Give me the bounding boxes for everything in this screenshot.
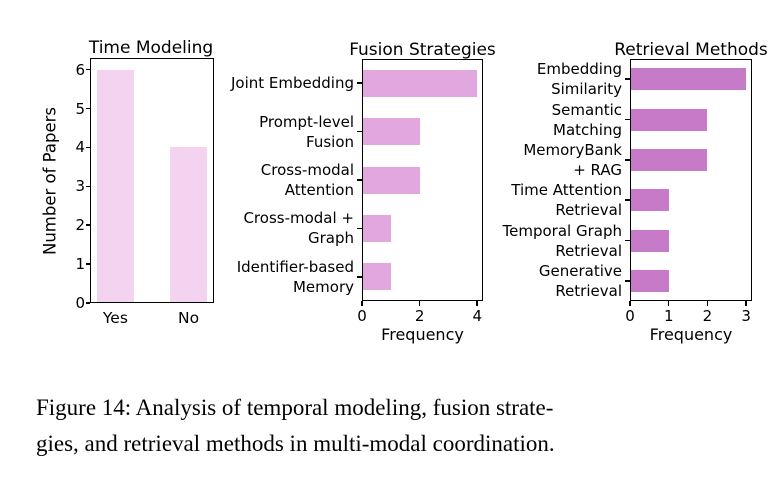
category-label-line: Graph [307, 229, 354, 248]
x-tick-label: 4 [472, 307, 482, 325]
y-tick-label: 0 [75, 294, 85, 312]
y-tick-mark [625, 239, 630, 242]
category-label-line: Cross-modal [260, 161, 354, 179]
x-tick-label: 3 [741, 307, 751, 325]
bar-joint-embedding [362, 69, 478, 97]
y-tick-mark [85, 68, 90, 71]
category-label-line: Generative [538, 261, 622, 280]
x-tick-mark [629, 301, 631, 306]
bar-identifier-based-memory [362, 263, 391, 291]
y-tick-label: 1 [75, 255, 85, 274]
category-label-line: MemoryBank [523, 140, 622, 159]
category-label-line: Temporal Graph [502, 221, 622, 240]
figure-caption: Figure 14: Analysis of temporal modeling… [36, 390, 746, 462]
category-label-line: Similarity [551, 80, 622, 99]
y-tick-mark [357, 227, 362, 230]
x-tick-mark [745, 301, 747, 306]
y-tick-mark [85, 302, 90, 304]
y-tick-mark [625, 159, 630, 161]
y-tick-mark [357, 179, 362, 181]
y-tick-mark [85, 224, 90, 226]
x-axis-label-retrieval-methods: Frequency [649, 325, 733, 344]
x-tick-label-yes: Yes [102, 309, 128, 327]
category-label-line: Fusion [306, 132, 354, 151]
x-tick-mark [476, 301, 478, 306]
y-tick-mark [625, 78, 630, 80]
plot-area-retrieval-methods [630, 59, 752, 301]
x-tick-label: 0 [357, 307, 367, 325]
bar-time-attention-retrieval [630, 189, 669, 212]
category-label-line: Attention [284, 181, 354, 199]
bar-semantic-matching [630, 108, 708, 131]
category-label-line: Semantic [551, 100, 622, 119]
y-tick-label: 2 [75, 216, 85, 235]
bar-generative-retrieval [630, 269, 669, 292]
bar-temporal-graph-retrieval [630, 229, 669, 252]
y-tick-mark [357, 82, 362, 84]
category-label-line: Matching [553, 120, 622, 139]
y-tick-label: 5 [75, 99, 85, 118]
category-label-line: Retrieval [555, 241, 622, 260]
x-tick-label: 1 [663, 307, 674, 325]
x-tick-mark [418, 301, 421, 306]
plot-area-time-modeling [90, 58, 214, 303]
chart-title-fusion-strategies: Fusion Strategies [349, 40, 496, 60]
x-tick-label: 2 [702, 307, 713, 325]
y-tick-mark [625, 280, 630, 282]
category-label-line: Memory [292, 277, 354, 296]
bar-yes [96, 69, 134, 303]
y-tick-mark [625, 199, 630, 201]
bar-no [170, 147, 208, 303]
category-label-line: Embedding [536, 60, 622, 79]
category-label-line: + RAG [573, 160, 622, 179]
bar-cross-modal-attention [362, 166, 420, 194]
category-label-line: Joint Embedding [230, 74, 354, 93]
x-tick-label-no: No [178, 309, 200, 327]
bar-embedding-similarity [630, 68, 747, 91]
x-axis-label-fusion-strategies: Frequency [381, 325, 464, 344]
category-label-cross-modal-graph: Cross-modal +Graph [228, 208, 354, 248]
category-label-line: Time Attention [511, 181, 622, 200]
category-label-line: Prompt-level [259, 112, 354, 131]
y-tick-mark [625, 118, 630, 121]
category-label-line: Retrieval [555, 281, 622, 300]
category-label-line: Cross-modal + [243, 209, 354, 228]
y-tick-mark [357, 276, 362, 278]
bar-cross-modal-graph [362, 214, 391, 242]
y-tick-mark [357, 130, 362, 133]
x-tick-label: 0 [625, 307, 635, 325]
y-axis-label: Number of Papers [40, 106, 60, 255]
y-tick-label: 4 [75, 138, 85, 157]
y-tick-label: 6 [75, 60, 85, 79]
category-label-joint-embedding: Joint Embedding [228, 73, 354, 93]
bar-prompt-level-fusion [362, 118, 420, 146]
plot-area-fusion-strategies [362, 59, 483, 301]
chart-title-time-modeling: Time Modeling [88, 38, 214, 58]
x-tick-mark [361, 301, 363, 306]
x-tick-label: 2 [414, 307, 425, 325]
category-label-line: Retrieval [555, 201, 622, 220]
y-tick-label: 3 [75, 177, 85, 196]
y-tick-mark [85, 263, 90, 265]
chart-title-retrieval-methods: Retrieval Methods [614, 40, 768, 60]
x-tick-mark [706, 301, 709, 306]
y-tick-mark [85, 185, 90, 188]
y-tick-mark [85, 146, 90, 149]
caption-line-2: gies, and retrieval methods in multi-mod… [36, 431, 555, 456]
y-tick-mark [85, 107, 90, 110]
x-tick-mark [667, 301, 670, 306]
category-label-line: Identifier-based [236, 257, 354, 276]
caption-line-1: Figure 14: Analysis of temporal modeling… [36, 395, 554, 420]
category-label-memorybank-rag: MemoryBank+ RAG [498, 140, 622, 180]
bar-memorybank-rag [630, 148, 708, 171]
